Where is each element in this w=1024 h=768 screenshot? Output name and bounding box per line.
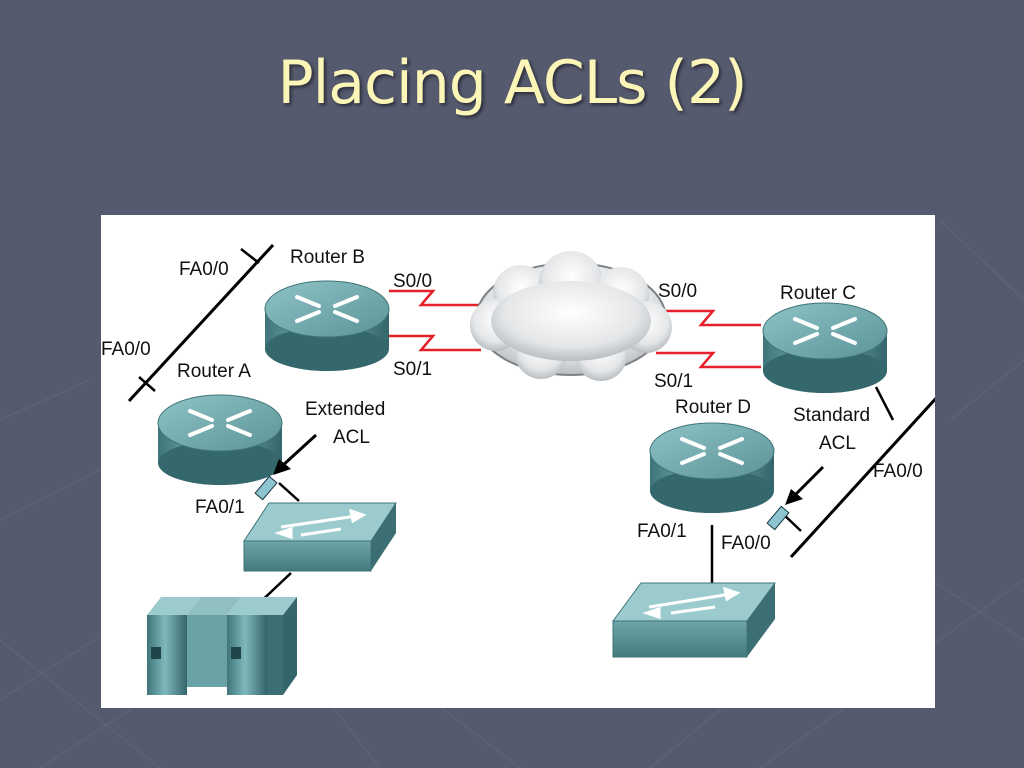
- switch-arrows-icon: [274, 508, 367, 540]
- router-arrows-icon: [295, 295, 359, 323]
- router-c-fa00-label: FA0/0: [873, 461, 923, 482]
- switch-left[interactable]: [243, 502, 397, 572]
- router-c-s01-label: S0/1: [654, 371, 693, 392]
- extended-acl-marker: [254, 433, 318, 501]
- serial-links: [389, 289, 761, 369]
- standard-acl-marker: [766, 465, 825, 531]
- switch-arrows-icon: [642, 586, 741, 620]
- router-b-s01-label: S0/1: [393, 359, 432, 380]
- link-router-a-switch: [278, 482, 300, 502]
- router-c[interactable]: [762, 302, 888, 393]
- router-a-fa01-label: FA0/1: [195, 497, 245, 518]
- slide-title: Placing ACLs (2): [277, 48, 747, 118]
- wan-cloud: [470, 251, 672, 381]
- extended-acl-label-line2: ACL: [333, 427, 370, 448]
- router-arrows-icon: [188, 409, 252, 437]
- router-b-s00-label: S0/0: [393, 271, 432, 292]
- extended-acl-label-line1: Extended: [305, 399, 385, 420]
- router-c-label: Router C: [780, 283, 856, 304]
- router-d-label: Router D: [675, 397, 751, 418]
- router-b-label: Router B: [290, 247, 365, 268]
- switch-right[interactable]: [612, 582, 776, 658]
- router-a[interactable]: [157, 394, 283, 485]
- router-a-label: Router A: [177, 361, 251, 382]
- router-c-s00-label: S0/0: [658, 281, 697, 302]
- router-arrows-icon: [793, 317, 857, 345]
- router-b[interactable]: [264, 280, 390, 371]
- router-arrows-icon: [680, 437, 744, 465]
- router-b-fa00-label: FA0/0: [179, 259, 229, 280]
- lan-segment-a-b: [127, 243, 275, 403]
- network-diagram: Router B Router A Router C Router D FA0/…: [101, 215, 935, 708]
- server-cluster[interactable]: [147, 597, 297, 695]
- router-d[interactable]: [649, 422, 775, 513]
- standard-acl-label-line2: ACL: [819, 433, 856, 454]
- router-d-fa00-label: FA0/0: [721, 533, 771, 554]
- router-d-fa01-label: FA0/1: [637, 521, 687, 542]
- router-a-fa00-label: FA0/0: [101, 339, 151, 360]
- standard-acl-label-line1: Standard: [793, 405, 870, 426]
